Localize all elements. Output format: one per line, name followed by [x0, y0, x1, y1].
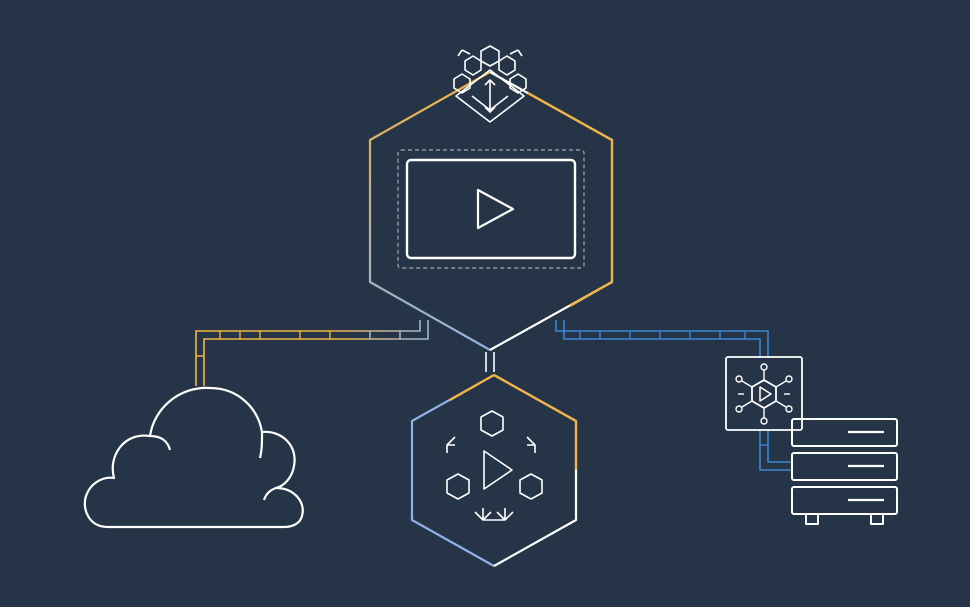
cloud-inner-curve	[149, 434, 172, 451]
main-media-node	[368, 71, 614, 351]
server-rack-icon	[791, 418, 898, 525]
media-workflow-icon	[446, 410, 543, 521]
hexagon-cluster-icon	[453, 45, 527, 123]
media-distribution-icon	[725, 356, 803, 431]
processing-node	[410, 374, 578, 567]
play-icon	[476, 188, 515, 230]
cloud-icon	[83, 386, 304, 529]
cloud-inner-curve-right	[258, 431, 264, 459]
cloud-inner-curve-bottom	[262, 486, 277, 501]
video-player-icon	[405, 158, 577, 260]
video-frame-dashed	[397, 149, 585, 269]
main-hexagon-right-accent	[527, 92, 614, 307]
main-hexagon-left-edge	[368, 71, 491, 351]
distribution-connector	[555, 320, 792, 471]
cloud-connector	[195, 320, 429, 386]
hexagon-link	[485, 352, 495, 372]
